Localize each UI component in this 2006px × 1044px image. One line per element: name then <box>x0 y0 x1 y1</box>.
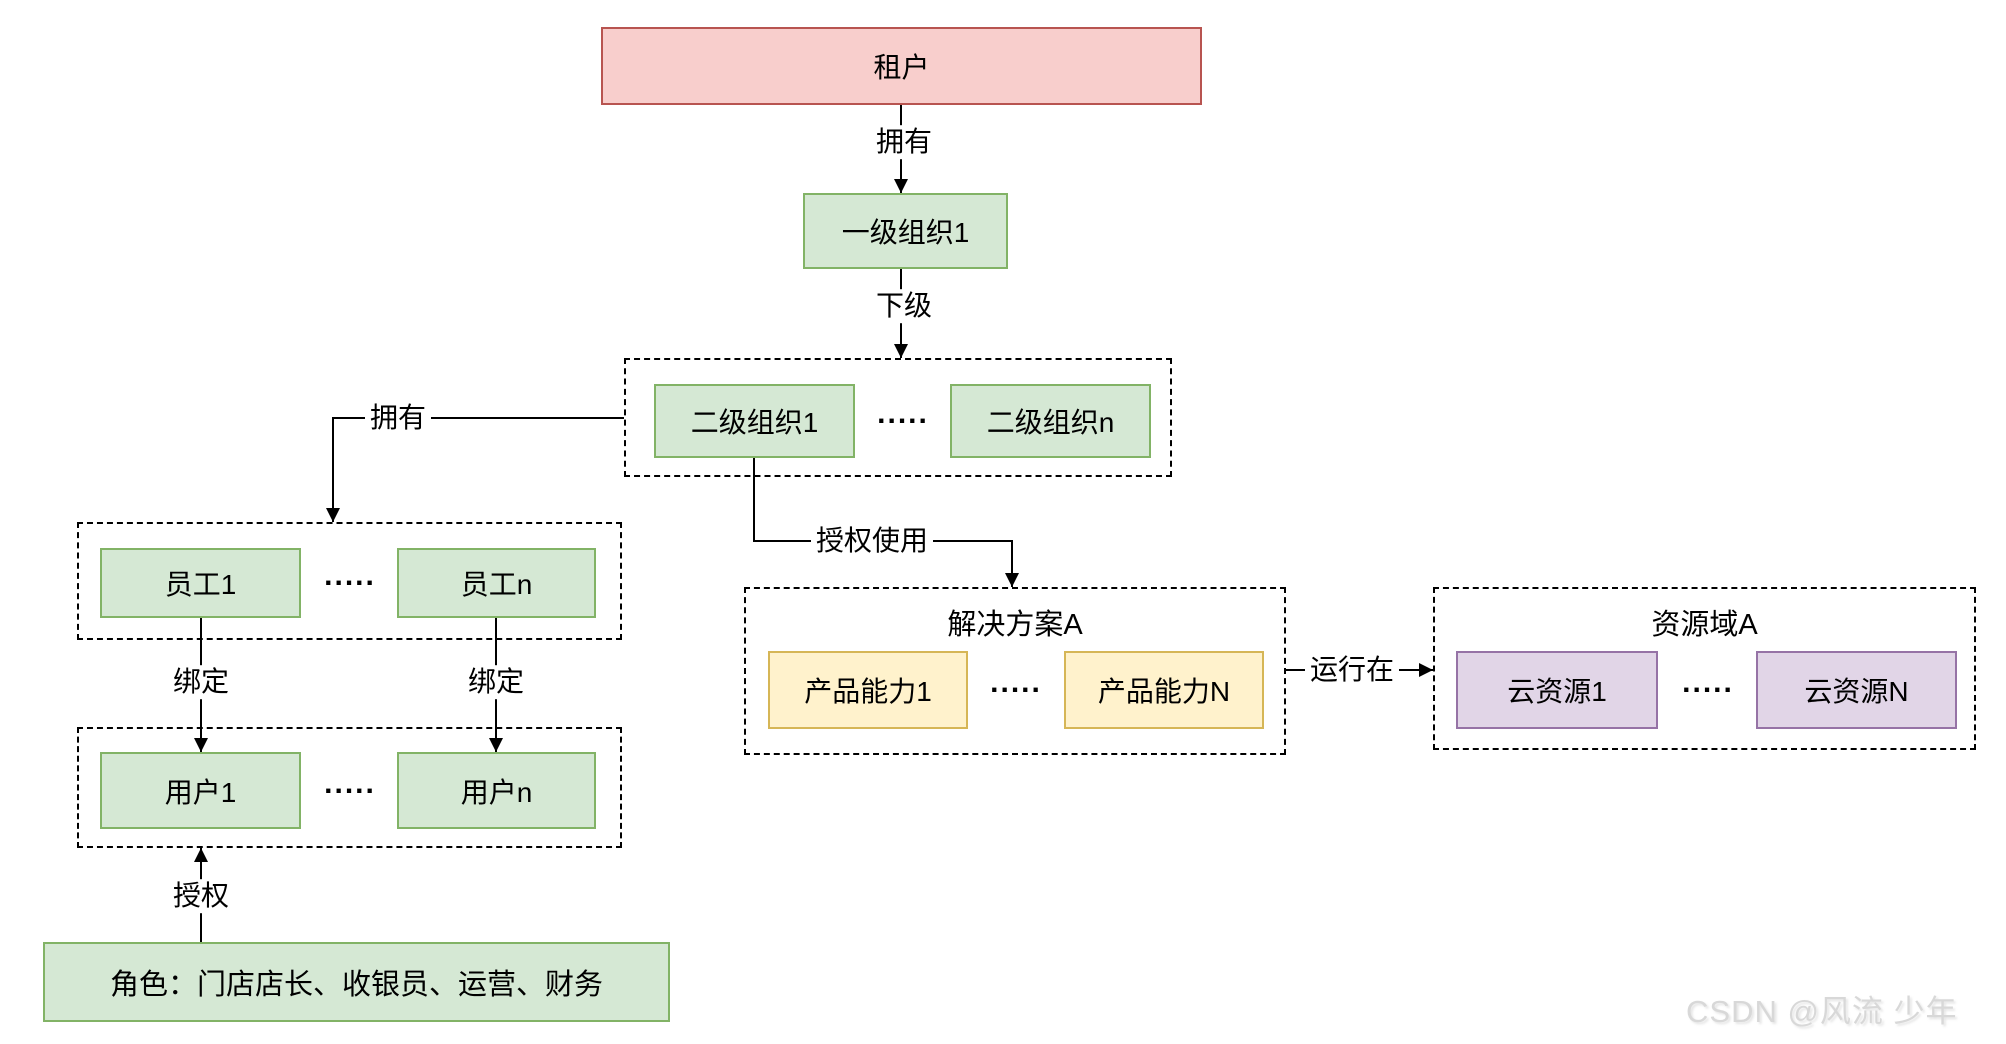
arrow-down-icon <box>326 508 340 522</box>
org-level1-node: 一级组织1 <box>803 193 1008 269</box>
edge-label-authorized-use: 授权使用 <box>810 524 934 558</box>
resource-domain-group-title: 资源域A <box>1651 609 1758 641</box>
cloud-resource-first-node: 云资源1 <box>1456 651 1658 729</box>
ellipsis-text: ..... <box>324 559 376 592</box>
user-first-node: 用户1 <box>100 752 301 829</box>
solution-group-title: 解决方案A <box>947 609 1083 641</box>
edge-label-runs-on: 运行在 <box>1304 653 1400 687</box>
ellipsis-cloud-resources: ..... <box>1676 651 1740 729</box>
edge-org2-solution-v2 <box>1011 540 1013 587</box>
tenant-node: 租户 <box>601 27 1202 105</box>
csdn-watermark: CSDN @风流 少年 <box>1686 994 1958 1029</box>
org-level2-group <box>624 358 1172 477</box>
edge-org2group-empgroup-v <box>332 417 334 522</box>
ellipsis-text: ..... <box>990 666 1042 699</box>
edge-label-owns-left: 拥有 <box>364 401 432 435</box>
ellipsis-employees: ..... <box>317 548 383 618</box>
capability-last-node: 产品能力N <box>1064 651 1264 729</box>
employee-group <box>77 522 622 640</box>
cloud-resource-last-node: 云资源N <box>1756 651 1957 729</box>
roles-node: 角色：门店店长、收银员、运营、财务 <box>43 942 670 1022</box>
ellipsis-text: ..... <box>324 766 376 800</box>
arrow-down-icon <box>489 738 503 752</box>
edge-label-bind-left: 绑定 <box>167 665 235 699</box>
ellipsis-users: ..... <box>317 752 383 829</box>
arrow-down-icon <box>1005 573 1019 587</box>
arrow-down-icon <box>194 738 208 752</box>
resource-domain-group: 资源域A <box>1433 587 1976 750</box>
arrow-down-icon <box>894 344 908 358</box>
org-level2-first-node: 二级组织1 <box>654 384 855 458</box>
edge-org2group-empgroup-h <box>332 417 624 419</box>
user-last-node: 用户n <box>397 752 596 829</box>
employee-last-node: 员工n <box>397 548 596 618</box>
arrow-up-icon <box>194 848 208 862</box>
capability-first-node: 产品能力1 <box>768 651 968 729</box>
edge-label-bind-right: 绑定 <box>462 665 530 699</box>
edge-org2-solution-v1 <box>753 458 755 542</box>
solution-group: 解决方案A <box>744 587 1286 755</box>
org-level2-last-node: 二级组织n <box>950 384 1151 458</box>
employee-first-node: 员工1 <box>100 548 301 618</box>
ellipsis-text: ..... <box>877 397 929 430</box>
user-group <box>77 727 622 848</box>
edge-label-owns-top: 拥有 <box>870 125 938 159</box>
arrow-right-icon <box>1419 663 1433 677</box>
edge-label-authorize: 授权 <box>167 879 235 913</box>
ellipsis-text: ..... <box>1682 666 1734 699</box>
ellipsis-capabilities: ..... <box>984 651 1048 729</box>
ellipsis-org-level2: ..... <box>870 384 936 458</box>
arrow-down-icon <box>894 179 908 193</box>
edge-label-subordinate: 下级 <box>870 289 938 323</box>
